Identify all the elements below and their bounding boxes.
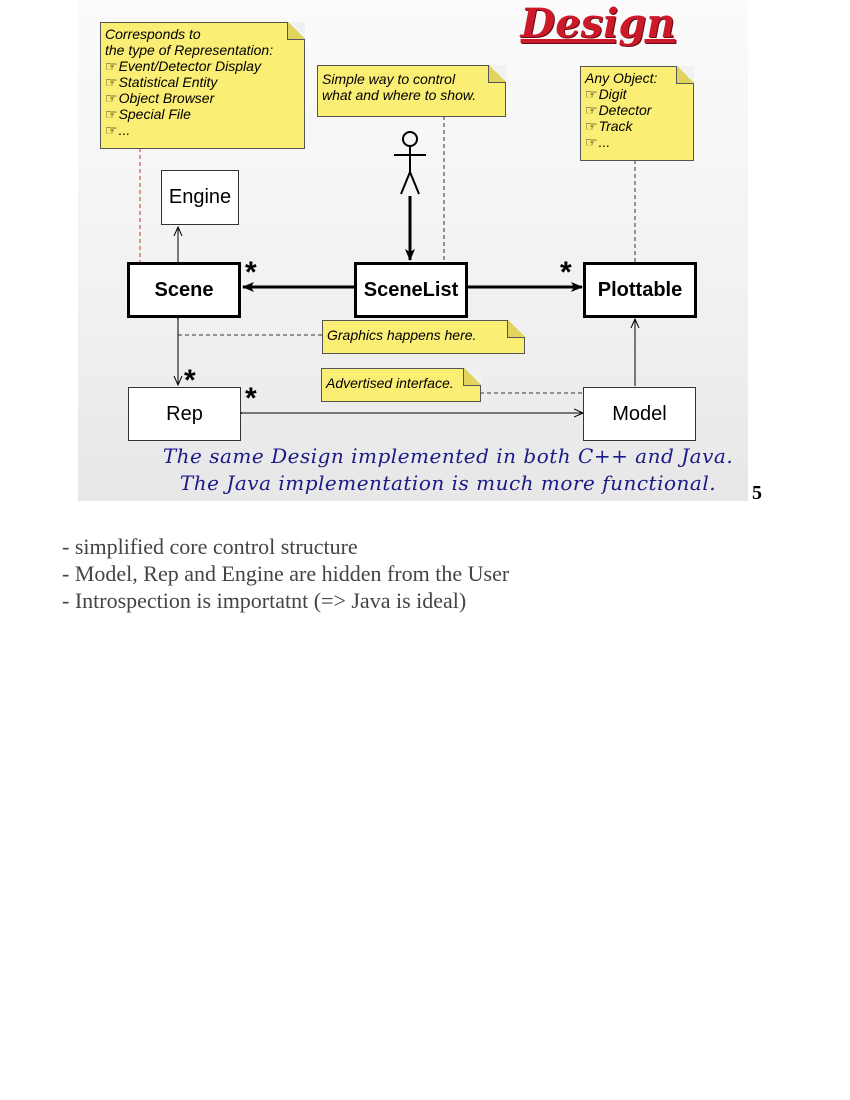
note-line: Advertised interface. xyxy=(326,375,454,391)
note-item: ... xyxy=(105,122,300,138)
note-item: ... xyxy=(585,134,689,150)
note-item: Digit xyxy=(585,86,689,102)
note-representation: Corresponds to the type of Representatio… xyxy=(100,22,305,149)
caption-line-1: The same Design implemented in both C++ … xyxy=(162,444,734,468)
note-heading-line-1: Corresponds to xyxy=(105,26,201,42)
note-line: what and where to show. xyxy=(322,87,477,103)
note-control: Simple way to control what and where to … xyxy=(317,65,506,117)
note-item: Track xyxy=(585,118,689,134)
multiplicity-star-rep-top: * xyxy=(184,364,196,397)
note-line: Simple way to control xyxy=(322,71,456,87)
rep-box: Rep xyxy=(128,387,241,441)
note-item: Special File xyxy=(105,106,300,122)
note-fold-icon xyxy=(676,66,694,84)
multiplicity-star-rep-side: * xyxy=(245,382,257,415)
diagram-connectors xyxy=(139,116,748,501)
user-actor-icon xyxy=(394,131,426,195)
note-advertised: Advertised interface. xyxy=(321,368,481,402)
note-item: Object Browser xyxy=(105,90,300,106)
scene-box: Scene xyxy=(127,262,241,318)
multiplicity-star-scene: * xyxy=(245,256,257,289)
bullet-item: - simplified core control structure xyxy=(62,534,358,559)
plottable-box: Plottable xyxy=(583,262,697,318)
note-fold-icon xyxy=(287,22,305,40)
page-number: 5 xyxy=(752,482,762,504)
page-title: Design xyxy=(520,0,676,47)
bullet-item: - Model, Rep and Engine are hidden from … xyxy=(62,561,510,586)
note-fold-icon xyxy=(507,320,525,338)
bullet-item: - Introspection is importatnt (=> Java i… xyxy=(62,588,467,613)
engine-box: Engine xyxy=(161,170,239,225)
note-item: Detector xyxy=(585,102,689,118)
bullet-list: - simplified core control structure - Mo… xyxy=(62,533,509,614)
note-graphics: Graphics happens here. xyxy=(322,320,525,354)
note-item: Event/Detector Display xyxy=(105,58,300,74)
caption-line-2: The Java implementation is much more fun… xyxy=(179,471,717,495)
scenelist-box: SceneList xyxy=(354,262,468,318)
note-heading: Any Object: xyxy=(585,70,658,86)
note-fold-icon xyxy=(463,368,481,386)
note-heading-line-2: the type of Representation: xyxy=(105,42,274,58)
model-box: Model xyxy=(583,387,696,441)
note-item: Statistical Entity xyxy=(105,74,300,90)
multiplicity-star-plottable: * xyxy=(560,256,572,289)
slide: Design Corresponds to the type of Repres… xyxy=(78,0,748,501)
note-any-object: Any Object: Digit Detector Track ... xyxy=(580,66,694,161)
note-line: Graphics happens here. xyxy=(327,327,477,343)
note-fold-icon xyxy=(488,65,506,83)
